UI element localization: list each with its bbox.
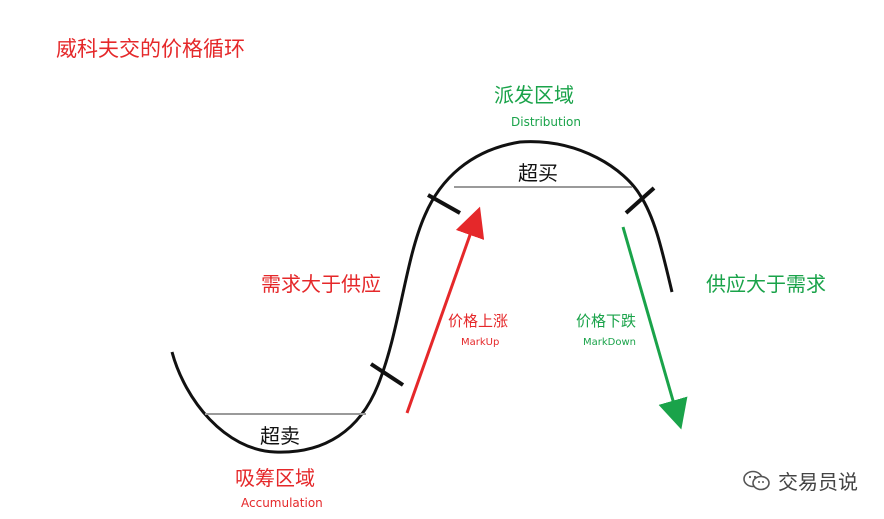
accumulation-label-cn: 吸筹区域 bbox=[235, 466, 315, 490]
tick-mark-lower bbox=[369, 362, 405, 387]
diagram-title: 威科夫交的价格循环 bbox=[56, 37, 245, 61]
tick-mark-upper-right bbox=[624, 186, 656, 215]
markdown-label-en: MarkDown bbox=[583, 337, 636, 348]
distribution-label-cn: 派发区域 bbox=[494, 83, 574, 107]
accumulation-label-en: Accumulation bbox=[241, 496, 323, 510]
markdown-label-cn: 价格下跌 bbox=[576, 312, 637, 330]
markup-label-en: MarkUp bbox=[461, 337, 500, 348]
tick-mark-upper-left bbox=[427, 193, 461, 215]
overbought-label: 超买 bbox=[518, 161, 558, 185]
wechat-icon bbox=[743, 470, 770, 490]
markup-arrow bbox=[405, 206, 485, 414]
demand-exceeds-supply-label: 需求大于供应 bbox=[261, 272, 381, 296]
watermark: 交易员说 bbox=[742, 466, 858, 495]
markup-label-cn: 价格上涨 bbox=[448, 312, 509, 330]
watermark-text: 交易员说 bbox=[778, 470, 858, 494]
distribution-label-en: Distribution bbox=[511, 115, 582, 129]
oversold-label: 超卖 bbox=[260, 424, 300, 448]
markdown-arrow bbox=[621, 226, 688, 430]
supply-exceeds-demand-label: 供应大于需求 bbox=[706, 272, 826, 296]
price-cycle-curve bbox=[170, 140, 674, 454]
